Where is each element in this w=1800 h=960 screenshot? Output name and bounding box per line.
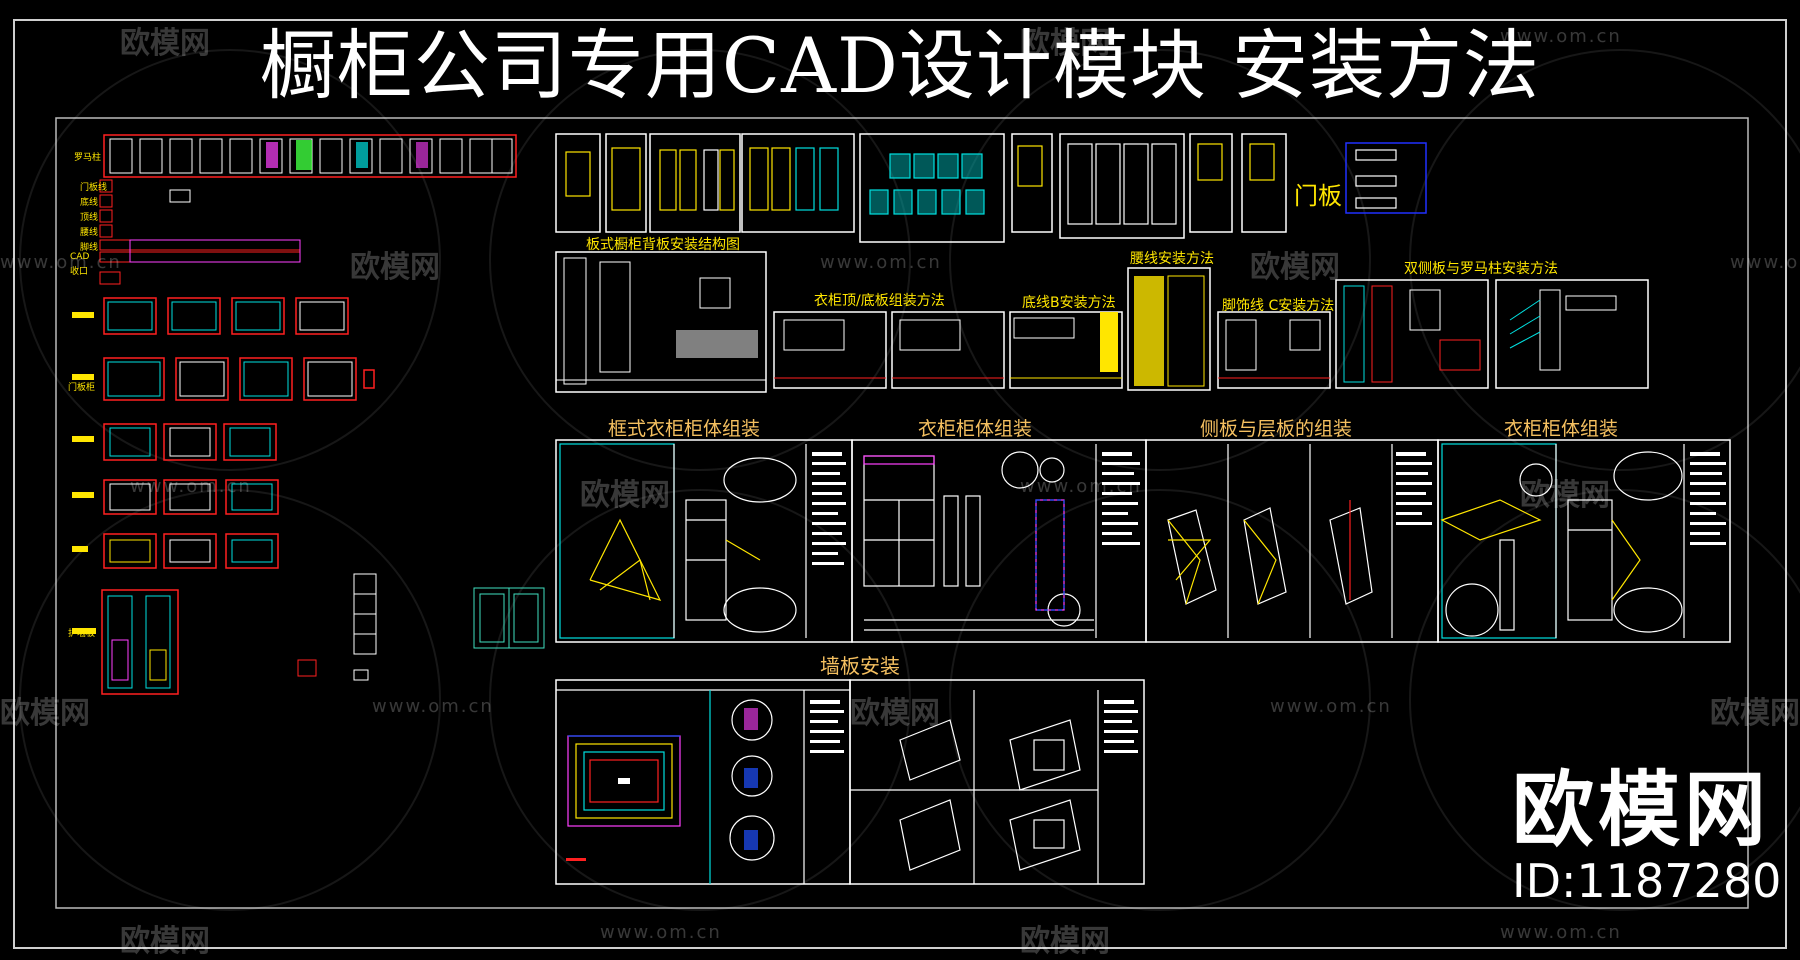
- inner-frame: [55, 117, 1749, 909]
- method-panel-details: [556, 257, 1617, 387]
- label-cabinet-assembly-2: 衣柜柜体组装: [1504, 418, 1619, 440]
- watermark-logo-10: 欧模网: [120, 924, 210, 959]
- left-label-7: CAD: [70, 252, 90, 262]
- left-label-1: 罗马柱: [74, 153, 102, 163]
- label-wall-panel: 墙板安装: [820, 654, 900, 678]
- door-panel-row: [555, 133, 1287, 243]
- left-cabinet-drawings: [297, 573, 545, 681]
- method-panels: [555, 251, 1649, 393]
- label-waistline: 腰线安装方法: [1130, 251, 1214, 267]
- left-label-column: [99, 179, 301, 285]
- watermark-logo-8: 欧模网: [850, 696, 940, 731]
- assembly-details: [559, 443, 1685, 639]
- left-thumb-details: [107, 301, 353, 689]
- left-label-5: 腰线: [80, 228, 99, 238]
- watermark-logo-7: 欧模网: [0, 696, 90, 731]
- door-panel-details: [565, 142, 1427, 225]
- label-door-panel: 门板: [1294, 182, 1342, 210]
- brand-logo: 欧模网: [1512, 763, 1771, 858]
- wall-sheet-text: [566, 700, 1138, 861]
- watermark-logo-2: 欧模网: [1020, 26, 1110, 61]
- left-top-strip: [103, 134, 517, 178]
- watermark-url-7: www.om.cn: [372, 696, 494, 717]
- left-label-3: 底线: [80, 198, 99, 208]
- watermark-url-5: www.om.cn: [130, 476, 252, 497]
- sheet-text-columns: [812, 452, 1726, 565]
- watermark-logo-5: 欧模网: [580, 478, 670, 513]
- watermark-url-9: www.om.cn: [600, 922, 722, 943]
- left-label-2: 门板线: [80, 183, 108, 193]
- assembly-sheets: [555, 439, 1731, 643]
- wall-panel-sheets: [555, 679, 1145, 885]
- watermark-logo-11: 欧模网: [1020, 924, 1110, 959]
- label-side-shelf: 侧板与层板的组装: [1200, 418, 1353, 440]
- watermark-logo-4: 欧模网: [1250, 250, 1340, 285]
- watermark-url-8: www.om.cn: [1270, 696, 1392, 717]
- label-roman-column: 双侧板与罗马柱安装方法: [1404, 261, 1558, 277]
- brand-id: ID:1187280: [1512, 854, 1782, 908]
- watermark-url-1: www.om.cn: [1500, 26, 1622, 47]
- left-yellow-marks: [72, 312, 96, 634]
- watermark-circles: [19, 49, 1800, 911]
- watermark-logo-1: 欧模网: [120, 26, 210, 61]
- page-title: 橱柜公司专用CAD设计模块 安装方法: [259, 21, 1541, 110]
- left-label-4: 顶线: [80, 213, 99, 223]
- watermark-logo-6: 欧模网: [1520, 478, 1610, 513]
- left-thumb-rows: [101, 297, 375, 695]
- label-skirting: 底线B安装方法: [1022, 295, 1116, 311]
- left-label-9: 门板柜: [68, 383, 96, 393]
- left-label-8: 收口: [70, 267, 89, 277]
- label-cabinet-assembly: 衣柜柜体组装: [918, 418, 1033, 440]
- wall-panel-details: [556, 689, 1099, 884]
- label-frame-cabinet: 框式衣柜柜体组装: [608, 418, 761, 440]
- watermark-url-3: www.om.cn: [1730, 252, 1800, 273]
- left-label-6: 脚线: [80, 243, 99, 253]
- watermark-logo-3: 欧模网: [350, 250, 440, 285]
- watermark-url-2: www.om.cn: [820, 252, 942, 273]
- watermark-url-10: www.om.cn: [1500, 922, 1622, 943]
- label-foot-line: 脚饰线 C安装方法: [1222, 298, 1335, 314]
- watermark-url-6: www.om.cn: [1020, 476, 1142, 497]
- watermark-logo-9: 欧模网: [1710, 696, 1800, 731]
- label-back-panel: 板式橱柜背板安装结构图: [586, 237, 740, 253]
- watermark-url-4: www.om.cn: [0, 252, 122, 273]
- left-label-10: 护墙板: [68, 629, 96, 639]
- outer-frame: [13, 19, 1787, 949]
- label-top-bottom: 衣柜顶/底板组装方法: [814, 293, 945, 309]
